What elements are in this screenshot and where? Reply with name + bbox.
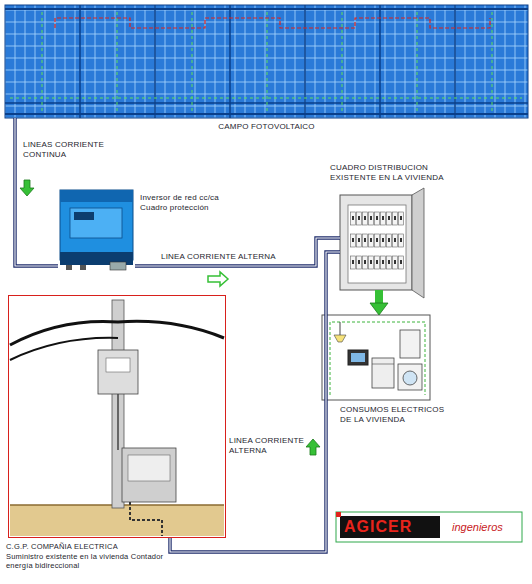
logo-wordmark: AGICER xyxy=(344,518,412,536)
wire-outer xyxy=(135,238,340,266)
inverter-node: Inversor de red cc/ca Cuadro protección xyxy=(58,188,135,272)
utility-heading: C.G.P. COMPAÑIA ELECTRICA xyxy=(6,542,206,551)
wire-connector xyxy=(170,252,340,552)
wire-inner xyxy=(170,252,340,552)
arrow-head xyxy=(370,303,388,315)
arrow-shaft xyxy=(375,290,383,303)
dc-line-label: LINEAS CORRIENTE CONTINUA xyxy=(22,140,124,160)
distribution-node: CUADRO DISTRIBUCION EXISTENTE EN LA VIVI… xyxy=(340,195,422,290)
wire-connector xyxy=(135,238,340,266)
logo-subtitle: ingenieros xyxy=(452,521,503,534)
company-logo xyxy=(336,512,522,542)
wire-outer xyxy=(170,252,340,552)
ac-line-label: LINEA CORRIENTE ALTERNA xyxy=(160,252,277,262)
loads-node: CONSUMOS ELECTRICOS DE LA VIVIENDA xyxy=(322,315,430,400)
ac-line-label: LINEA CORRIENTE ALTERNA xyxy=(228,436,306,456)
distribution-board xyxy=(340,188,424,298)
solar-field xyxy=(5,5,528,118)
distribution-label: CUADRO DISTRIBUCION EXISTENTE EN LA VIVI… xyxy=(330,163,468,183)
inverter-label: Inversor de red cc/ca Cuadro protección xyxy=(140,193,238,213)
utility-pole xyxy=(9,296,225,537)
flow-arrow-connector xyxy=(370,290,388,315)
loads-label: CONSUMOS ELECTRICOS DE LA VIVIENDA xyxy=(340,405,452,425)
pv-field-node: CAMPO FOTOVOLTAICO xyxy=(5,5,528,118)
wire-inner xyxy=(135,238,340,266)
utility-body: Suministro existente en la vivienda Cont… xyxy=(6,552,166,570)
field-title: CAMPO FOTOVOLTAICO xyxy=(5,122,528,132)
grid-inverter xyxy=(60,190,133,270)
household-loads xyxy=(322,315,430,400)
utility-node: C.G.P. COMPAÑIA ELECTRICASuministro exis… xyxy=(8,295,226,538)
